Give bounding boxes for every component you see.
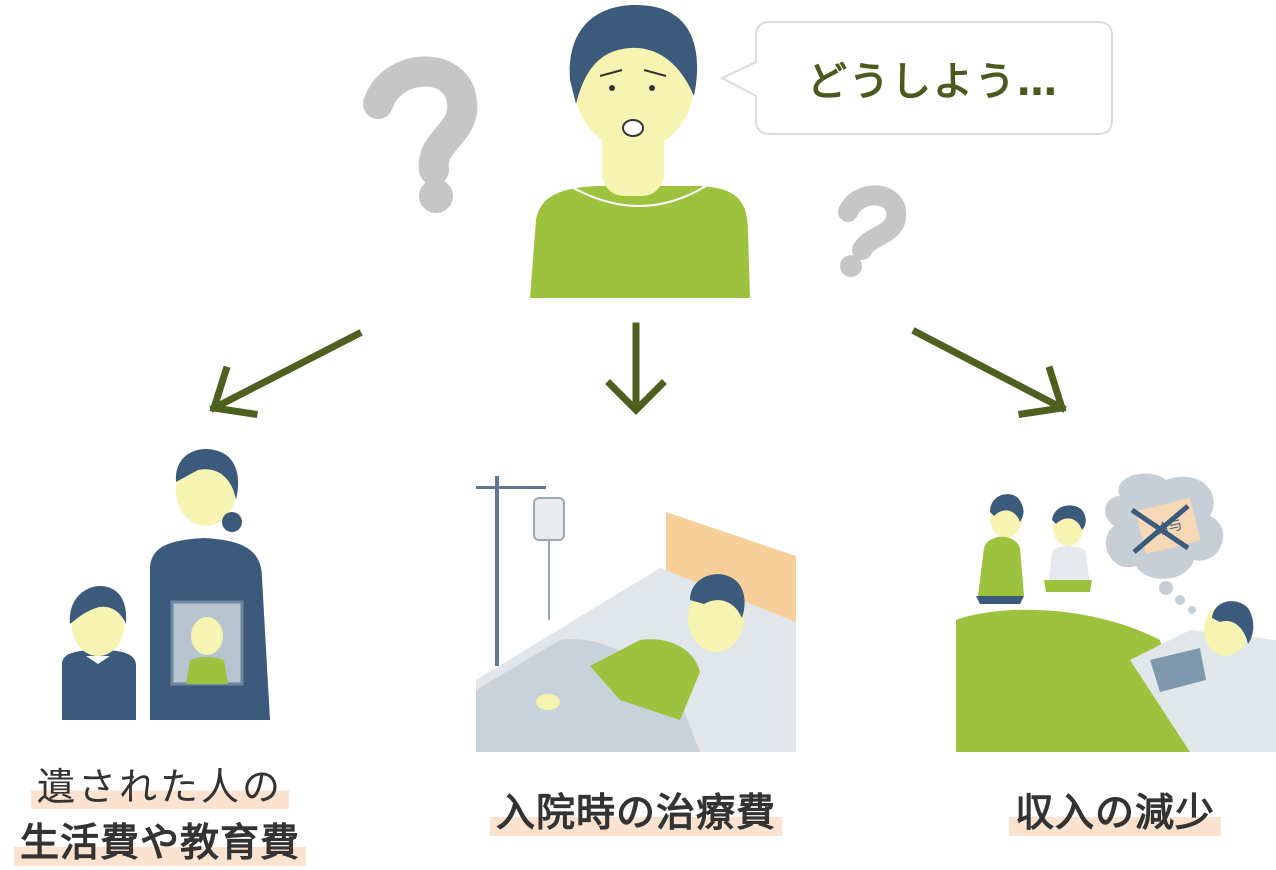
- arrow-down-left-icon: [209, 329, 363, 418]
- sick-worker-illustration: [956, 473, 1276, 752]
- hospital-patient-illustration: [476, 476, 796, 752]
- worried-man-illustration: [530, 4, 750, 298]
- speech-bubble-box: どうしよう…: [754, 22, 1112, 134]
- outcome-left-line1: 遺された人の: [30, 765, 289, 809]
- speech-bubble-text: どうしよう…: [807, 59, 1059, 105]
- speech-bubble: [719, 21, 1113, 135]
- bereaved-family-illustration: [62, 449, 270, 720]
- outcome-middle-line1: 入院時の治療費: [489, 791, 782, 836]
- question-mark-dot: [840, 255, 862, 277]
- outcome-middle-caption: 入院時の治療費: [456, 782, 816, 838]
- salary-note-label: 給与: [1153, 517, 1184, 539]
- outcome-right-caption: 収入の減少: [960, 782, 1270, 838]
- outcome-left-caption-2: 生活費や教育費: [0, 812, 320, 868]
- question-mark-icon: [363, 56, 478, 185]
- outcome-right-line1: 収入の減少: [1008, 791, 1221, 836]
- outcome-left-caption: 遺された人の: [0, 756, 320, 811]
- arrow-down-right-icon: [911, 327, 1067, 418]
- outcome-left-line2: 生活費や教育費: [13, 821, 306, 866]
- arrow-down-icon: [605, 322, 667, 415]
- question-mark-icon: [838, 185, 907, 260]
- question-mark-dot: [419, 179, 453, 213]
